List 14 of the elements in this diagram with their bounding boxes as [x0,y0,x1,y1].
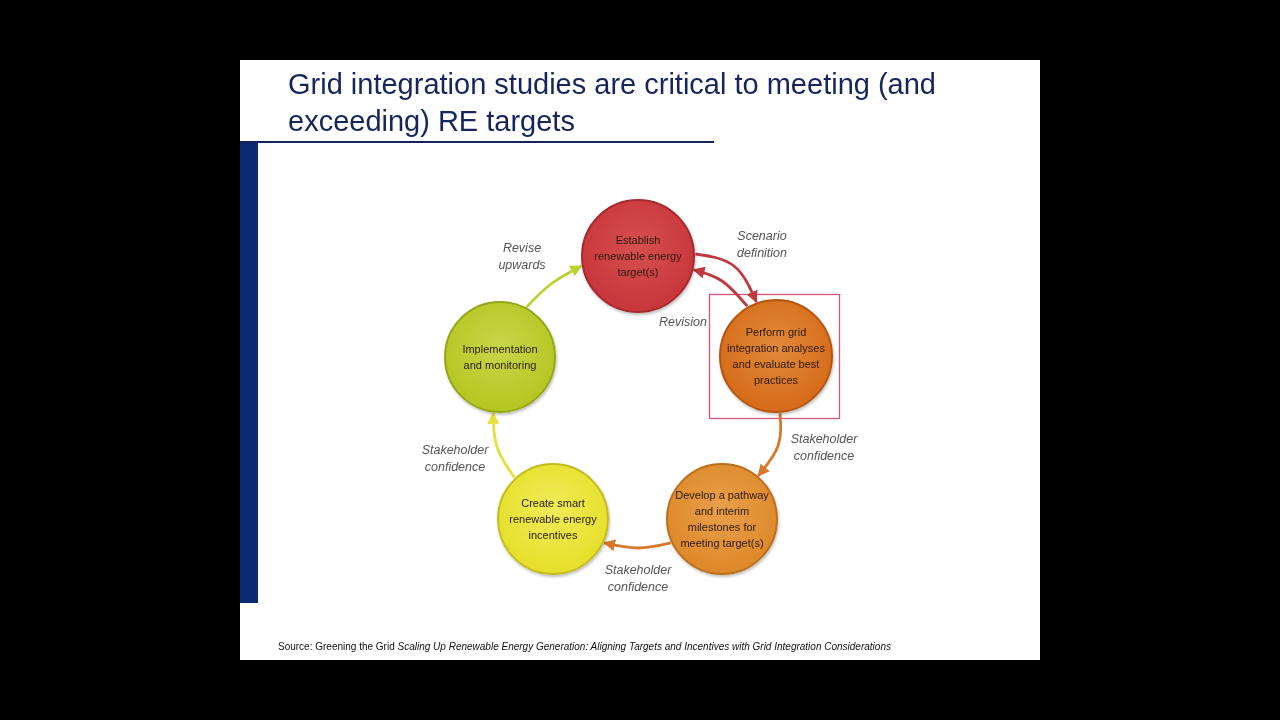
slide-title: Grid integration studies are critical to meeting (and exceeding) RE targets [288,67,937,139]
arrow [487,411,516,479]
edge-label: Revise upwards [497,240,547,274]
arrow [695,252,758,304]
arrow [525,264,583,309]
circle-label: Develop a pathway and interim milestones for meeting target(s) [675,488,769,551]
circle-label: Create smart renewable energy incentives [509,496,597,543]
circle-label: Implementation and monitoring [461,342,539,373]
arrow [692,266,749,308]
arrow [757,413,783,477]
arrow [603,539,672,552]
source-note: Source: Greening the Grid Scaling Up Renewable Energy Generation: Aligning Targets and Incentives with Grid Integration Considerations [278,640,891,654]
circle-label: Perform grid integration analyses and evaluate best practices [726,325,826,388]
circle-label: Establish renewable energy target(s) [593,233,683,280]
